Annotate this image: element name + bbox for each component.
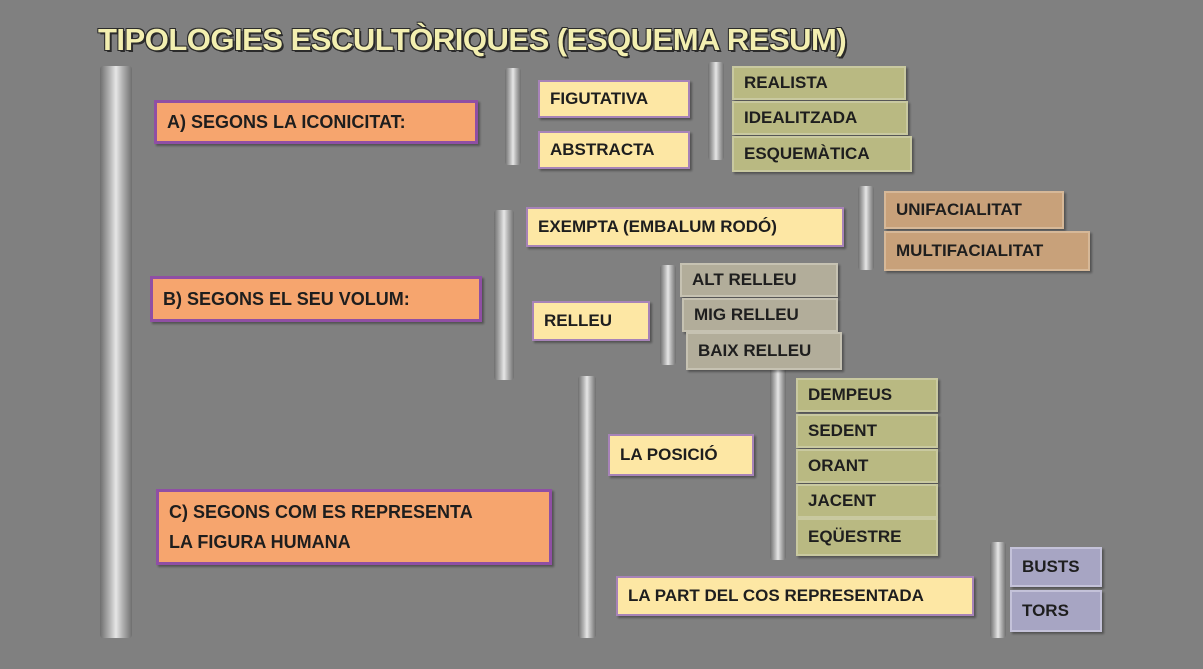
- mig-relleu-box: MIG RELLEU: [682, 298, 838, 332]
- category-c-box: C) SEGONS COM ES REPRESENTA LA FIGURA HU…: [156, 489, 552, 565]
- page-title: TIPOLOGIES ESCULTÒRIQUES (ESQUEMA RESUM): [98, 22, 847, 57]
- bracket-bar-b: [494, 210, 514, 380]
- busts-box: BUSTS: [1010, 547, 1102, 587]
- bracket-bar-exempta: [858, 186, 874, 270]
- dempeus-box: DEMPEUS: [796, 378, 938, 412]
- jacent-box: JACENT: [796, 484, 938, 518]
- bracket-bar-a: [505, 68, 521, 165]
- bracket-bar-posicio: [770, 362, 786, 560]
- multifacialitat-box: MULTIFACIALITAT: [884, 231, 1090, 271]
- bracket-bar-part-cos: [990, 542, 1006, 638]
- bracket-bar-figurativa: [708, 62, 724, 160]
- bracket-bar-relleu: [660, 265, 676, 365]
- sedent-box: SEDENT: [796, 414, 938, 448]
- category-c-line2: LA FIGURA HUMANA: [169, 532, 351, 552]
- baix-relleu-box: BAIX RELLEU: [686, 332, 842, 370]
- posicio-box: LA POSICIÓ: [608, 434, 754, 476]
- realista-box: REALISTA: [732, 66, 906, 100]
- esquematica-box: ESQUEMÀTICA: [732, 136, 912, 172]
- tors-box: TORS: [1010, 590, 1102, 632]
- part-cos-box: LA PART DEL COS REPRESENTADA: [616, 576, 974, 616]
- category-c-line1: C) SEGONS COM ES REPRESENTA: [169, 502, 473, 522]
- exempta-box: EXEMPTA (EMBALUM RODÓ): [526, 207, 844, 247]
- equestre-box: EQÜESTRE: [796, 518, 938, 556]
- idealitzada-box: IDEALITZADA: [732, 101, 908, 135]
- category-b-box: B) SEGONS EL SEU VOLUM:: [150, 276, 482, 322]
- figurativa-box: FIGUTATIVA: [538, 80, 690, 118]
- main-bracket-bar: [100, 66, 132, 638]
- alt-relleu-box: ALT RELLEU: [680, 263, 838, 297]
- unifacialitat-box: UNIFACIALITAT: [884, 191, 1064, 229]
- abstracta-box: ABSTRACTA: [538, 131, 690, 169]
- relleu-box: RELLEU: [532, 301, 650, 341]
- bracket-bar-c: [578, 376, 596, 638]
- category-a-box: A) SEGONS LA ICONICITAT:: [154, 100, 478, 144]
- orant-box: ORANT: [796, 449, 938, 483]
